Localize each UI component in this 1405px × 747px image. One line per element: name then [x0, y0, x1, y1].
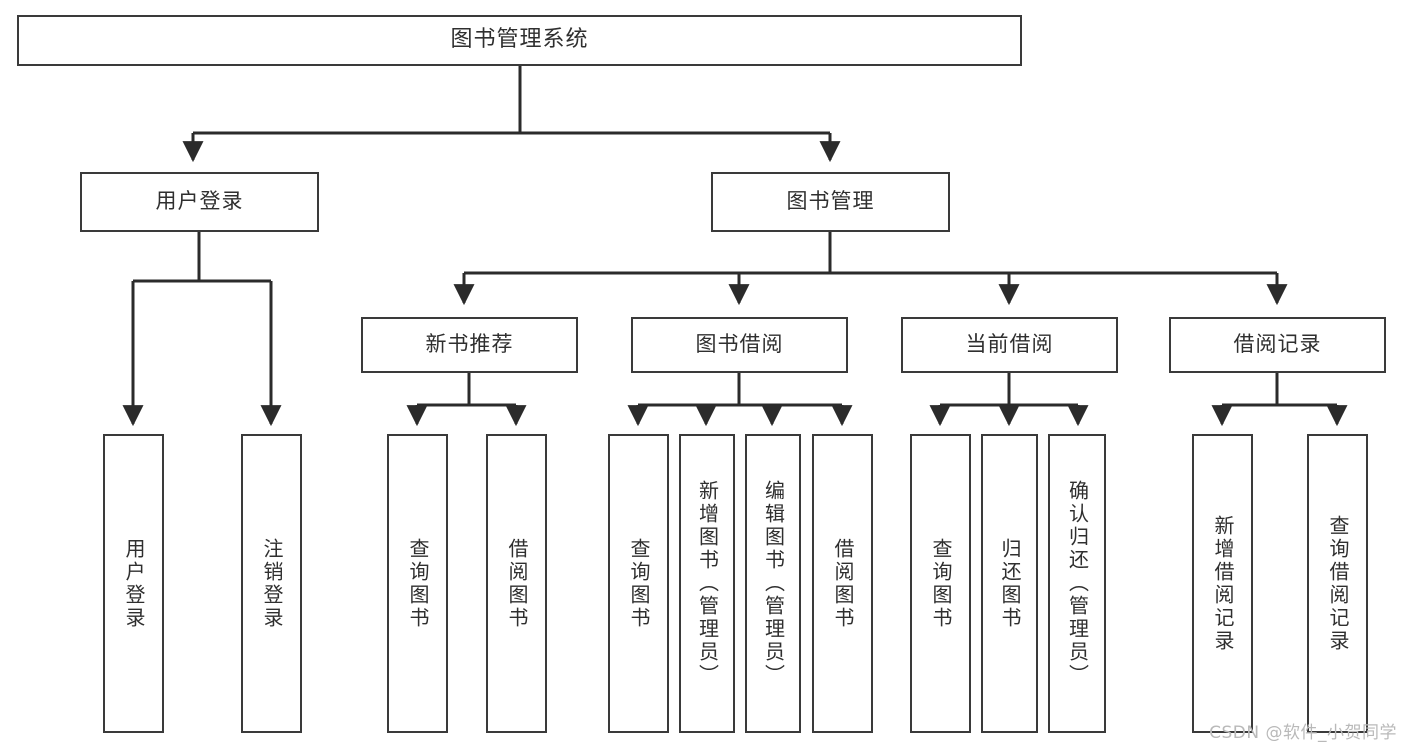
- node-label: 借阅图书: [505, 537, 529, 630]
- leaf-borrow-record-query-record[interactable]: 查询借阅记录: [1307, 434, 1368, 733]
- node-label: 查询图书: [929, 537, 953, 630]
- leaf-book-borrow-query-book[interactable]: 查询图书: [608, 434, 669, 733]
- node-label: 借阅图书: [831, 537, 855, 630]
- node-label: 查询借阅记录: [1326, 514, 1350, 653]
- node-label: 图书借阅: [695, 332, 784, 357]
- leaf-user-login-login[interactable]: 用户登录: [103, 434, 164, 733]
- leaf-new-book-borrow-book[interactable]: 借阅图书: [486, 434, 547, 733]
- node-label: 编辑图书（管理员）: [761, 480, 786, 687]
- leaf-book-borrow-add-book-admin[interactable]: 新增图书（管理员）: [679, 434, 735, 733]
- node-book-borrow[interactable]: 图书借阅: [631, 317, 848, 373]
- node-label: 图书管理系统: [450, 27, 589, 53]
- node-label: 图书管理: [786, 189, 875, 214]
- csdn-watermark: CSDN @软件_小贺同学: [1209, 723, 1397, 743]
- leaf-borrow-record-add-record[interactable]: 新增借阅记录: [1192, 434, 1253, 733]
- node-new-book-recommend[interactable]: 新书推荐: [361, 317, 578, 373]
- leaf-current-borrow-confirm-return-admin[interactable]: 确认归还（管理员）: [1048, 434, 1106, 733]
- node-label: 新增图书（管理员）: [695, 480, 720, 687]
- node-user-login[interactable]: 用户登录: [80, 172, 319, 232]
- node-label: 用户登录: [155, 189, 244, 214]
- leaf-user-login-logout[interactable]: 注销登录: [241, 434, 302, 733]
- node-label: 确认归还（管理员）: [1065, 480, 1090, 687]
- leaf-book-borrow-borrow-book[interactable]: 借阅图书: [812, 434, 873, 733]
- node-label: 归还图书: [998, 537, 1022, 630]
- node-label: 注销登录: [260, 537, 284, 630]
- node-label: 借阅记录: [1233, 332, 1322, 357]
- node-label: 查询图书: [406, 537, 430, 630]
- leaf-book-borrow-edit-book-admin[interactable]: 编辑图书（管理员）: [745, 434, 801, 733]
- node-book-management[interactable]: 图书管理: [711, 172, 950, 232]
- node-label: 当前借阅: [965, 332, 1054, 357]
- leaf-current-borrow-query-book[interactable]: 查询图书: [910, 434, 971, 733]
- leaf-new-book-query-book[interactable]: 查询图书: [387, 434, 448, 733]
- leaf-current-borrow-return-book[interactable]: 归还图书: [981, 434, 1038, 733]
- node-label: 用户登录: [122, 537, 146, 630]
- node-current-borrow[interactable]: 当前借阅: [901, 317, 1118, 373]
- node-label: 新书推荐: [425, 332, 514, 357]
- node-label: 新增借阅记录: [1211, 514, 1235, 653]
- node-borrow-record[interactable]: 借阅记录: [1169, 317, 1386, 373]
- node-label: 查询图书: [627, 537, 651, 630]
- node-root-system[interactable]: 图书管理系统: [17, 15, 1022, 66]
